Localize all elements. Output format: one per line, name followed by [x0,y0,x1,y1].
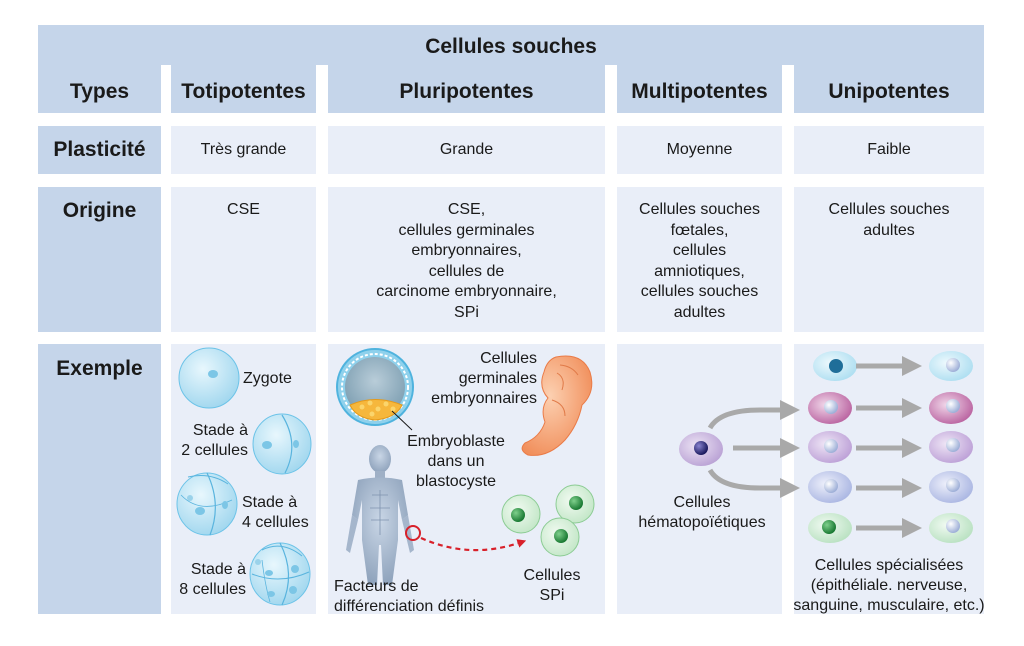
header-divider [161,65,171,113]
label-line: différenciation définis [334,598,485,615]
four-cell-stage-icon [176,472,238,536]
cell-plasticite-pluri: Grande [328,126,605,174]
label-germinales: Cellules germinales embryonnaires [420,349,537,409]
label-line: embryonnaires [431,390,537,407]
cell-exemple-multi [617,344,782,614]
embryo-icon [521,355,593,456]
eight-cell-stage-icon [249,542,311,606]
reprogramming-arrow-icon [420,536,527,552]
label-cellules-spi: Cellules SPi [512,566,592,606]
cell-plasticite-multi: Moyenne [617,126,782,174]
cell-text: Faible [867,141,911,158]
blastocyst-icon [336,348,414,431]
label-line: sanguine, musculaire, etc.) [793,597,985,614]
column-header-totipotentes: Totipotentes [181,80,306,103]
cell-line: Cellules souches [639,201,760,218]
cell-row-cyan [813,351,973,381]
row-label-plasticite: Plasticité [38,126,161,174]
label-line: 8 cellules [179,581,246,598]
label-line: Facteurs de [334,578,419,595]
label-stade-8: Stade à 8 cellules [170,560,246,600]
two-cell-stage-icon [252,413,312,475]
arrow-to-magenta-icon [707,400,800,430]
label-stade-4: Stade à 4 cellules [242,493,309,533]
row-label-origine: Origine [38,187,161,332]
label-line: Cellules spécialisées [814,557,964,574]
column-header-multipotentes: Multipotentes [631,80,768,103]
cell-line: cellules germinales [398,221,535,239]
row-label-text: Plasticité [53,138,146,161]
label-line: germinales [458,370,537,387]
cell-plasticite-toti: Très grande [171,126,316,174]
label-line: (épithéliale. nerveuse, [810,577,968,594]
cell-line: cellules souches [640,283,759,300]
label-line: Stade à [242,494,298,511]
cell-plasticite-uni: Faible [794,126,984,174]
label-facteurs: Facteurs de différenciation définis [334,577,484,617]
hematopoietic-cell-icon [679,432,723,466]
column-header-unipotentes: Unipotentes [828,80,950,103]
cell-line: Cellules souches [828,201,950,218]
cell-line: fœtales, [670,221,729,239]
column-header-types: Types [69,80,130,103]
table-header [38,25,984,113]
cell-line: embryonnaires, [411,242,522,259]
label-cellules-specialisees: Cellules spécialisées (épithéliale. nerv… [790,556,988,616]
cell-line: CSE [227,201,260,218]
row-label-exemple: Exemple [38,344,161,614]
label-line: SPi [539,587,565,604]
header-divider [316,65,328,113]
label-line: Cellules [480,350,537,367]
label-embryoblaste: Embryoblaste dans un blastocyste [400,432,512,492]
label-line: Cellules [673,494,731,511]
label-line: Stade à [190,561,246,578]
cell-origine-uni: Cellules souches adultes [794,187,984,332]
row-label-text: Origine [62,199,137,222]
label-line: 2 cellules [181,442,248,459]
label-zygote: Zygote [243,370,292,387]
cell-text: Moyenne [666,141,733,158]
cell-line: cellules [672,242,727,259]
biopsy-circle-icon [405,525,421,541]
column-header-pluripotentes: Pluripotentes [399,80,534,103]
label-line: Stade à [192,422,248,439]
cell-line: carcinome embryonnaire, [376,283,557,300]
label-stade-2: Stade à 2 cellules [170,421,248,461]
cell-origine-toti: CSE [171,187,316,332]
label-line: blastocyste [415,473,497,490]
header-divider [782,65,794,113]
cell-line: cellules de [428,262,505,280]
label-line: dans un [427,453,485,470]
cell-text: Grande [439,141,494,158]
table-title: Cellules souches [425,35,597,58]
cell-line: CSE, [447,201,486,218]
arrow-to-blue-icon [707,468,800,498]
cell-row-magenta [808,392,973,424]
cell-line: SPi [454,303,479,321]
label-line: 4 cellules [242,514,309,531]
row-label-text: Exemple [56,357,143,380]
ips-cells-icon [501,484,595,557]
zygote-icon [178,347,240,409]
cell-line: amniotiques, [654,262,745,280]
cell-row-blue [808,471,973,503]
label-line: Embryoblaste [407,433,505,450]
label-hematopoietiques: Cellules hématopoïétiques [617,493,787,533]
cell-line: adultes [863,221,915,239]
human-body-icon [346,445,414,585]
label-line: Cellules [523,567,581,584]
cell-origine-multi: Cellules souches fœtales, cellules amnio… [617,187,782,332]
header-divider [605,65,617,113]
cell-text: Très grande [200,141,287,158]
cell-row-lavender [808,431,973,463]
cell-row-green [808,513,973,543]
cell-line: adultes [673,303,726,321]
cell-origine-pluri: CSE, cellules germinales embryonnaires, … [328,187,605,332]
label-line: hématopoïétiques [638,514,766,531]
